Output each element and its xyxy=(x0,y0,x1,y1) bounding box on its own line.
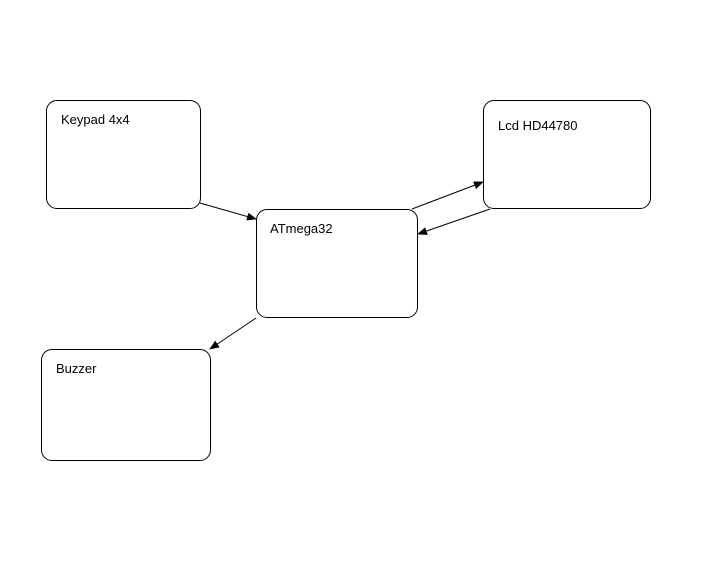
buzzer-label: Buzzer xyxy=(56,361,97,376)
lcd-label: Lcd HD44780 xyxy=(498,118,578,133)
mcu-label: ATmega32 xyxy=(270,221,333,236)
arrow-mcu-to-lcd xyxy=(411,181,484,210)
keypad-label: Keypad 4x4 xyxy=(61,112,130,127)
lcd-block: Lcd HD44780 xyxy=(483,100,651,209)
keypad-block: Keypad 4x4 xyxy=(46,100,201,209)
arrow-mcu-to-buzzer xyxy=(209,317,257,350)
mcu-block: ATmega32 xyxy=(256,209,418,318)
arrow-keypad-to-mcu xyxy=(199,202,257,221)
buzzer-block: Buzzer xyxy=(41,349,211,461)
arrow-lcd-to-mcu xyxy=(417,208,491,235)
